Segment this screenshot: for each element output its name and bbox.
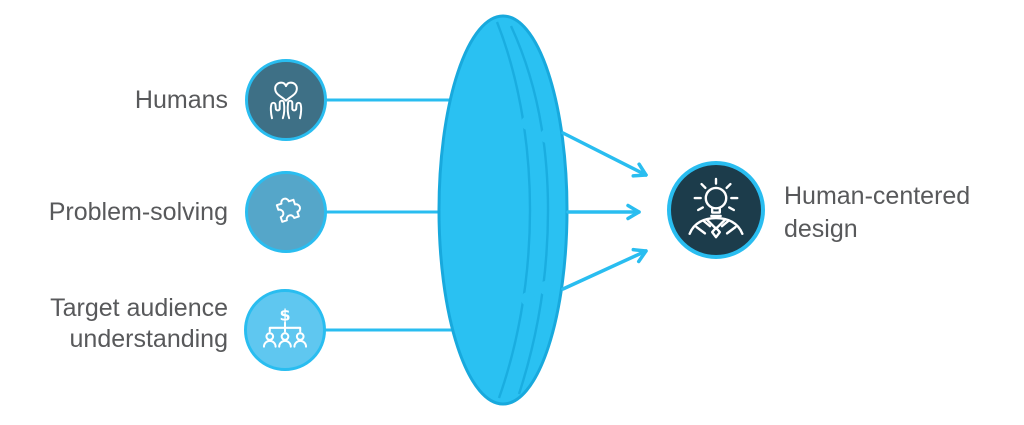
svg-text:$: $ — [279, 306, 290, 325]
audience-dollar-icon: $ — [262, 306, 308, 348]
output-arrows — [561, 131, 648, 291]
input-label-problem-solving: Problem-solving — [48, 198, 228, 226]
output-node-hcd — [667, 161, 765, 259]
lens-contour-gaps — [521, 116, 554, 306]
arrow-top — [561, 131, 648, 178]
idea-person-icon — [688, 177, 744, 239]
lens-contour-line — [495, 21, 532, 399]
output-label-hcd: Human-centered design — [784, 182, 971, 243]
input-node-target-audience: $ — [244, 289, 326, 371]
puzzle-piece-icon — [275, 197, 301, 223]
input-node-problem-solving — [245, 171, 327, 253]
input-label-humans: Humans — [134, 86, 228, 114]
arrow-bottom — [561, 247, 648, 291]
lens-contour-line — [509, 25, 550, 395]
input-node-humans — [245, 59, 327, 141]
focus-lens-shape — [437, 14, 569, 406]
hands-heart-icon — [269, 81, 303, 120]
input-label-target-audience: Target audience understanding — [50, 294, 228, 353]
